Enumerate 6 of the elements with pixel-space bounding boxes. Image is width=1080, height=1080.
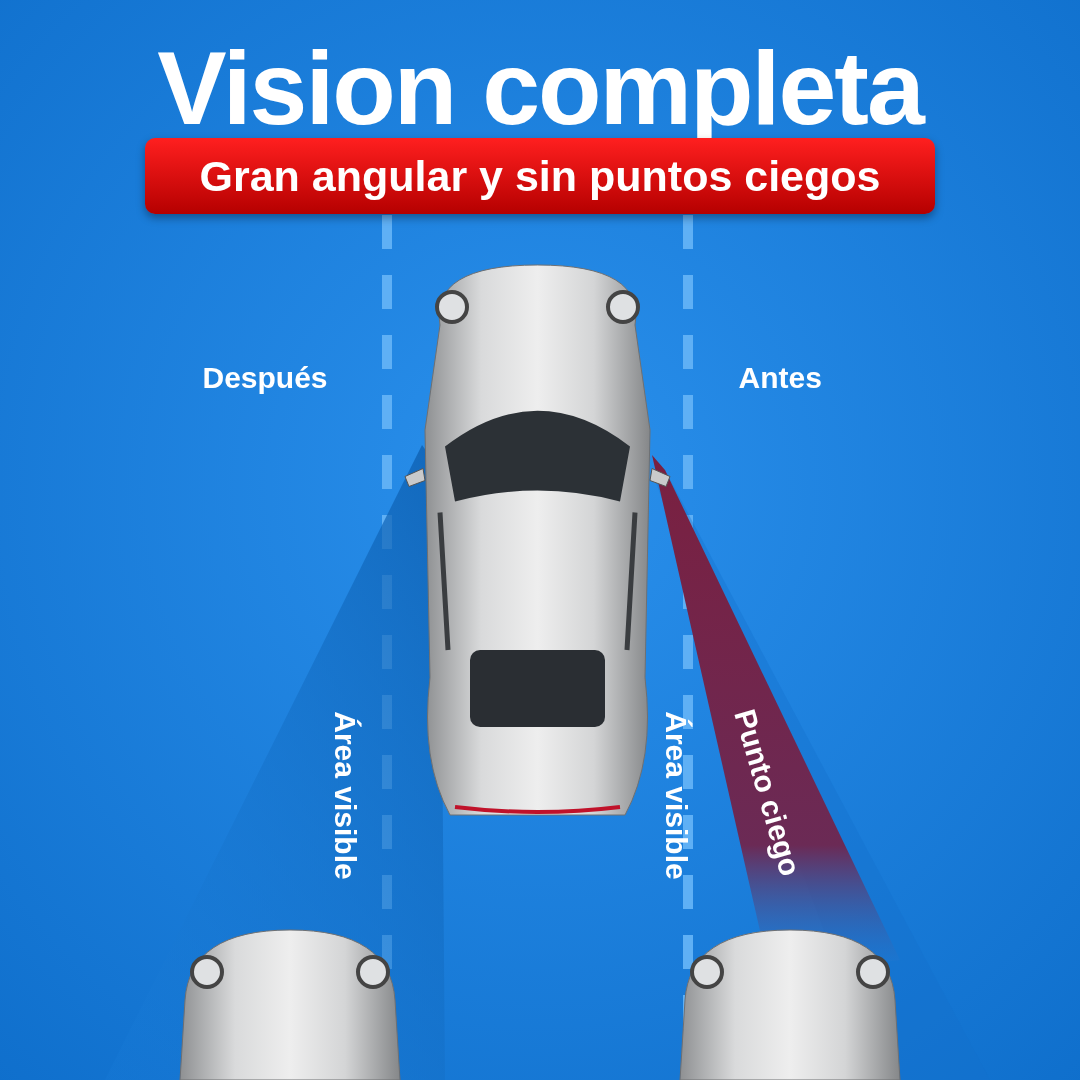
caption: Antes: [738, 360, 822, 394]
zone-label: Área visible: [659, 710, 693, 880]
caption: Después: [202, 360, 328, 394]
subtitle-banner: Gran angular y sin puntos ciegos: [145, 138, 935, 214]
zone-label: Punto ciego: [728, 704, 808, 880]
zone-label: Área visible: [328, 710, 362, 880]
